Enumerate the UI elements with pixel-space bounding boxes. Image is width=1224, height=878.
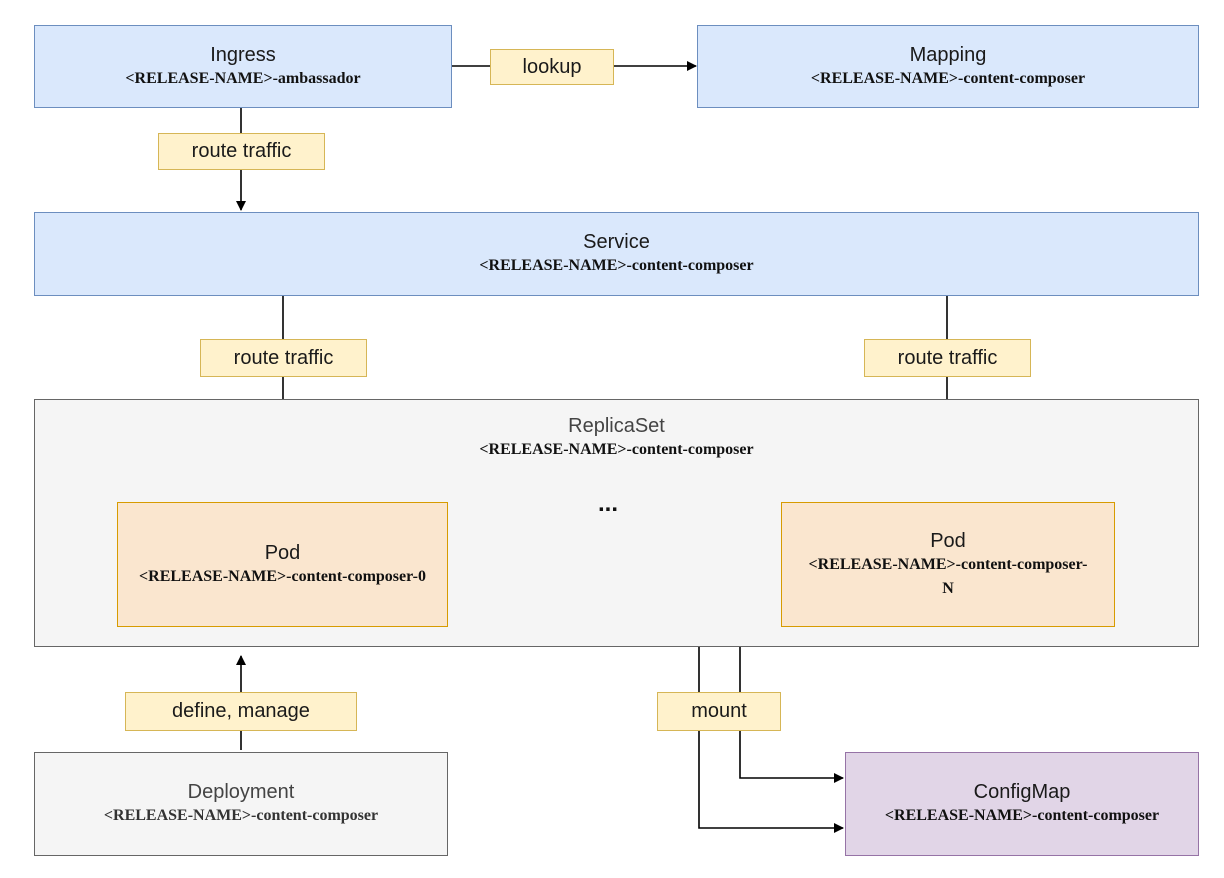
mount-label: mount (657, 692, 781, 731)
deployment-title: Deployment (187, 781, 295, 804)
configmap-title: ConfigMap (973, 781, 1071, 804)
define-manage-label: define, manage (125, 692, 357, 731)
pod-0-subtitle: <RELEASE-NAME>-content-composer-0 (139, 567, 426, 585)
pod-ellipsis: ... (598, 490, 619, 517)
deployment-node: Deployment <RELEASE-NAME>-content-compos… (34, 752, 448, 856)
configmap-node: ConfigMap <RELEASE-NAME>-content-compose… (845, 752, 1199, 856)
service-subtitle: <RELEASE-NAME>-content-composer (479, 257, 754, 275)
pod-n-title: Pod (930, 530, 966, 553)
service-node: Service <RELEASE-NAME>-content-composer (34, 212, 1199, 296)
service-title: Service (583, 231, 650, 254)
pod-0-node: Pod <RELEASE-NAME>-content-composer-0 (117, 502, 448, 627)
ingress-title: Ingress (210, 43, 276, 66)
replicaset-title: ReplicaSet (568, 415, 665, 437)
mapping-node: Mapping <RELEASE-NAME>-content-composer (697, 25, 1199, 108)
deployment-subtitle: <RELEASE-NAME>-content-composer (103, 807, 379, 825)
configmap-subtitle: <RELEASE-NAME>-content-composer (884, 807, 1160, 825)
route-traffic-label-ingress: route traffic (158, 133, 325, 170)
mapping-subtitle: <RELEASE-NAME>-content-composer (810, 69, 1086, 87)
route-traffic-label-podn: route traffic (864, 339, 1031, 377)
ingress-node: Ingress <RELEASE-NAME>-ambassador (34, 25, 452, 108)
ingress-subtitle: <RELEASE-NAME>-ambassador (125, 69, 361, 87)
route-traffic-label-pod0: route traffic (200, 339, 367, 377)
replicaset-subtitle: <RELEASE-NAME>-content-composer (479, 441, 754, 458)
pod-0-title: Pod (264, 541, 301, 564)
pod-n-node: Pod <RELEASE-NAME>-content-composer-N (781, 502, 1115, 627)
lookup-label: lookup (490, 49, 614, 85)
mapping-title: Mapping (909, 43, 987, 66)
pod-n-subtitle: <RELEASE-NAME>-content-composer-N (808, 556, 1088, 597)
